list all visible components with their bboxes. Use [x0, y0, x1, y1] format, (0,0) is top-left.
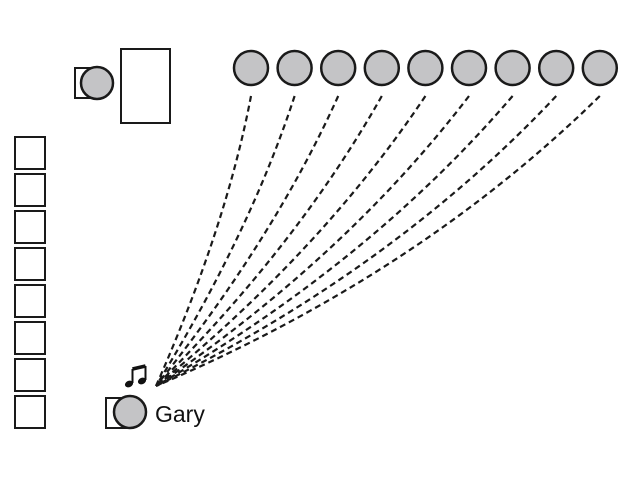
sight-line [155, 95, 383, 387]
music-note-icon [124, 364, 147, 388]
sight-line [155, 95, 514, 387]
sight-line [155, 95, 340, 387]
sight-line [155, 95, 558, 387]
person-icon [319, 49, 357, 87]
sight-lines [154, 95, 601, 388]
person-icon [581, 49, 619, 87]
subject-seat [105, 394, 148, 430]
subject-label: Gary [155, 401, 205, 427]
person-icon [112, 394, 148, 430]
chair-icon [14, 358, 46, 392]
person-icon [232, 49, 270, 87]
teacher-seat [74, 48, 171, 124]
person-icon [407, 49, 444, 87]
sight-line [155, 95, 601, 388]
person-icon [494, 49, 531, 87]
chair-icon [14, 136, 46, 170]
chair-icon [14, 321, 46, 355]
person-icon [537, 49, 575, 87]
sight-line [155, 95, 296, 387]
chair-icon [14, 173, 46, 207]
person-icon [276, 49, 313, 87]
sight-line [155, 95, 427, 387]
chair-icon [14, 247, 46, 281]
person-icon [450, 49, 488, 87]
sight-line [154, 95, 253, 387]
chair-icon [14, 395, 46, 429]
sight-line [155, 95, 470, 387]
person-icon [363, 49, 401, 87]
chair-icon [14, 210, 46, 244]
audience-row [232, 49, 619, 87]
chair-icon [14, 284, 46, 318]
person-icon [79, 65, 115, 101]
left-chair-column [14, 136, 46, 429]
table-icon [120, 48, 171, 124]
